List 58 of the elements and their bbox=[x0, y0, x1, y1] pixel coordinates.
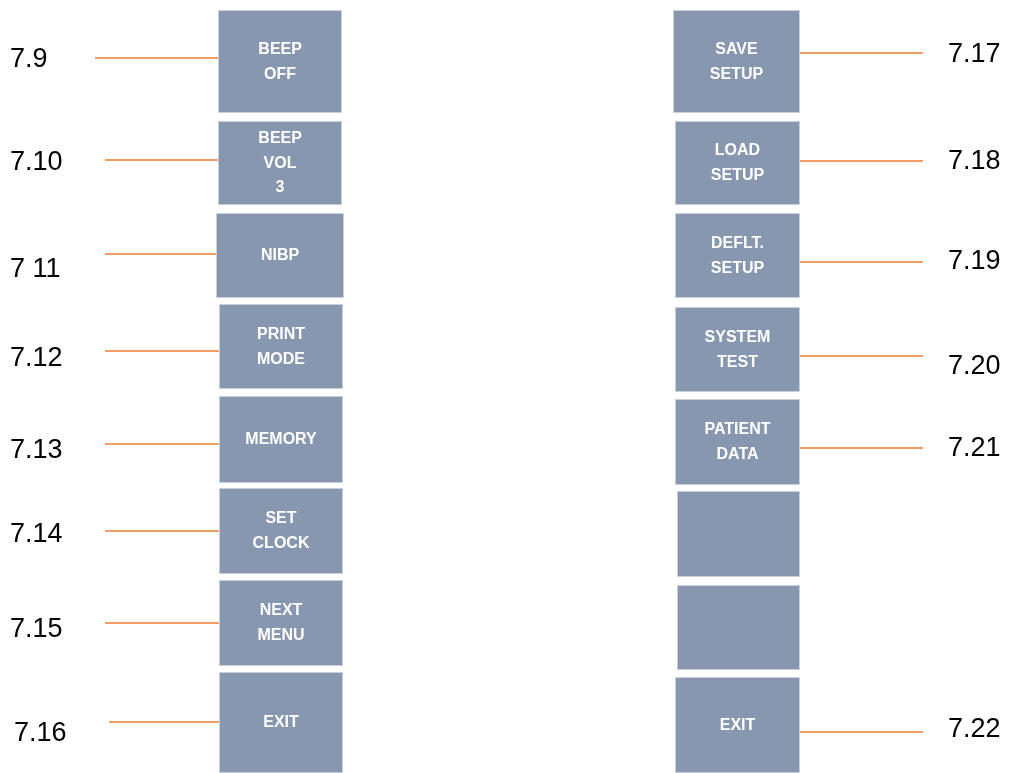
menu-button bbox=[219, 580, 343, 666]
menu-button bbox=[675, 307, 800, 392]
menu-button bbox=[219, 396, 343, 483]
leader-line bbox=[108, 721, 220, 723]
button-label: MEMORY bbox=[245, 429, 317, 450]
callout-number: 7.10 bbox=[10, 147, 63, 175]
leader-line bbox=[799, 52, 924, 54]
leader-line bbox=[104, 159, 219, 161]
callout-number: 7.21 bbox=[948, 433, 1001, 461]
callout-number: 7.9 bbox=[10, 44, 48, 72]
button-label: SYSTEM TEST bbox=[704, 326, 771, 372]
button-label: LOAD SETUP bbox=[710, 140, 765, 185]
menu-button bbox=[219, 488, 343, 574]
leader-line bbox=[799, 447, 924, 449]
leader-line bbox=[799, 261, 924, 263]
callout-number: 7 11 bbox=[10, 254, 61, 282]
leader-line bbox=[799, 160, 924, 162]
menu-button bbox=[675, 121, 800, 205]
menu-button bbox=[218, 121, 342, 205]
leader-line bbox=[104, 622, 220, 624]
callout-number: 7.15 bbox=[10, 614, 63, 642]
button-label: DEFLT. SETUP bbox=[710, 232, 765, 278]
menu-button bbox=[675, 213, 800, 298]
button-label: BEEP VOL 3 bbox=[258, 127, 302, 198]
menu-button bbox=[675, 399, 800, 485]
button-label: EXIT bbox=[263, 712, 299, 733]
blank-button bbox=[677, 491, 800, 577]
menu-button bbox=[219, 672, 343, 773]
leader-line bbox=[799, 731, 924, 733]
callout-number: 7.19 bbox=[948, 246, 1001, 274]
menu-button bbox=[216, 213, 344, 298]
button-label: NIBP bbox=[260, 245, 300, 266]
menu-button bbox=[219, 304, 343, 389]
button-label: EXIT bbox=[719, 714, 756, 735]
button-label: SAVE SETUP bbox=[709, 38, 764, 84]
callout-number: 7.17 bbox=[948, 39, 1001, 67]
blank-button bbox=[677, 585, 800, 670]
menu-button bbox=[675, 677, 800, 773]
callout-number: 7.13 bbox=[10, 435, 63, 463]
callout-number: 7.18 bbox=[948, 146, 1001, 174]
leader-line bbox=[104, 530, 220, 532]
menu-button bbox=[218, 10, 342, 113]
menu-button bbox=[673, 10, 800, 113]
leader-line bbox=[799, 355, 924, 357]
button-label: PRINT MODE bbox=[257, 323, 305, 369]
callout-number: 7.22 bbox=[948, 714, 1001, 742]
button-label: PATIENT DATA bbox=[704, 419, 771, 464]
button-label: NEXT MENU bbox=[257, 600, 305, 645]
leader-line bbox=[94, 57, 219, 59]
callout-number: 7.16 bbox=[14, 718, 67, 746]
leader-line bbox=[104, 443, 220, 445]
callout-number: 7.12 bbox=[10, 343, 63, 371]
leader-line bbox=[104, 350, 220, 352]
leader-line bbox=[104, 253, 217, 255]
callout-number: 7.14 bbox=[10, 519, 63, 547]
callout-number: 7.20 bbox=[948, 351, 1001, 379]
button-label: BEEP OFF bbox=[258, 38, 302, 84]
button-label: SET CLOCK bbox=[252, 508, 310, 553]
